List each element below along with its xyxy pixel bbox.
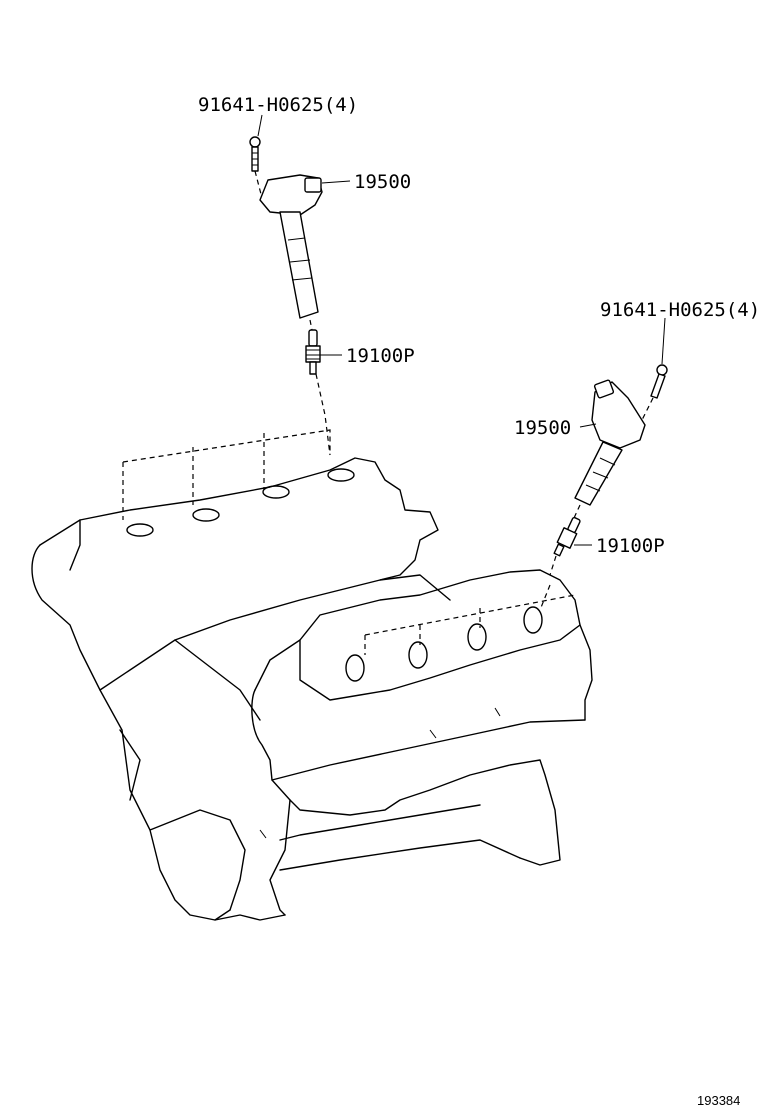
bolt-left-icon: [249, 136, 261, 172]
callout-bolt-left: 91641-H0625(4): [198, 94, 358, 116]
callout-coil-right: 19500: [514, 417, 571, 439]
right-coil-assembly: [549, 317, 668, 576]
left-coil-assembly: [249, 114, 351, 456]
spark-plug-right-icon: [553, 516, 581, 557]
callout-plug-right: 19100P: [596, 535, 665, 557]
ignition-coil-left-icon: [259, 174, 323, 319]
callout-plug-left: 19100P: [346, 345, 415, 367]
callout-bolt-right: 91641-H0625(4): [600, 299, 760, 321]
figure-number: 193384: [697, 1093, 740, 1108]
callout-coil-left: 19500: [354, 171, 411, 193]
engine-block: [31, 429, 593, 921]
ignition-coil-right-icon: [574, 379, 646, 506]
bolt-right-icon: [650, 364, 668, 399]
spark-plug-left-icon: [305, 329, 321, 375]
